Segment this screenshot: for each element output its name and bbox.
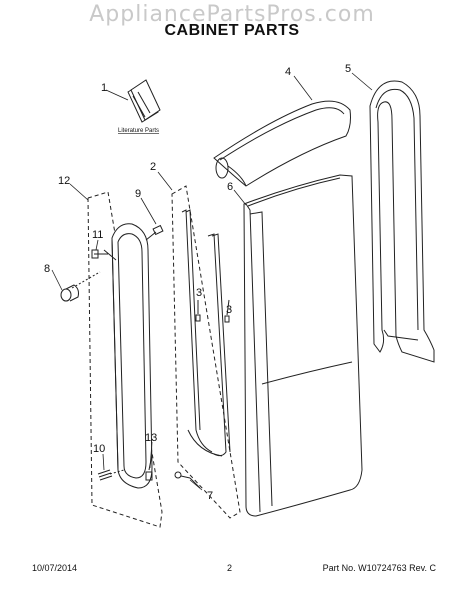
side-panel-group-box [87,191,163,528]
callout-13: 13 [145,432,157,444]
footer-date: 10/07/2014 [32,563,78,573]
rails-group-box [171,185,241,519]
callout-1: 1 [101,82,107,94]
footer-part-number: Part No. W10724763 Rev. C [322,563,436,573]
watermark: AppliancePartsPros.com [89,2,375,27]
screw-7-part [174,471,201,489]
callout-12: 12 [58,175,70,187]
door-rail-parts [181,209,231,457]
door-frame-part [369,80,435,363]
screw-3-part [195,299,230,323]
literature-booklet-part [127,79,161,123]
footer-page-number: 2 [227,563,233,573]
callout-2: 2 [150,161,156,173]
hinge-10-part [97,469,125,481]
knob-8-part [60,271,101,302]
callout-4: 4 [285,66,291,78]
callout-3b: 3 [226,304,232,316]
leader-lines [51,72,373,491]
door-panel-part [243,174,363,517]
callout-3a: 3 [196,287,202,299]
callout-6: 6 [227,181,233,193]
page-title: CABINET PARTS [164,22,300,39]
callout-10: 10 [93,443,105,455]
literature-parts-label: Literature Parts [118,128,159,134]
callout-9: 9 [135,188,141,200]
side-trim-panel-part [111,223,153,489]
callout-5: 5 [345,63,351,75]
callout-8: 8 [44,263,50,275]
screw-9-part [145,224,164,241]
callout-labels: 1 2 3 3 4 5 6 7 8 9 10 11 12 13 Literatu… [44,63,351,502]
top-cap-part [213,100,351,187]
screw-11-part [91,249,117,261]
callout-11: 11 [92,229,103,241]
callout-7: 7 [207,490,213,502]
